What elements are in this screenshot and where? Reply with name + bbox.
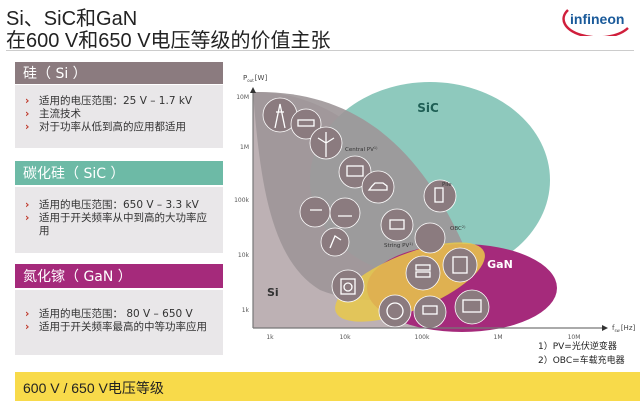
y-tick-label: 100k — [234, 197, 249, 204]
x-tick-label: 100k — [415, 334, 430, 341]
si-dark-region — [253, 91, 470, 300]
icon-group — [262, 97, 490, 329]
charging-pile-icon — [423, 179, 457, 213]
bullet: 适用的电压范围：650 V – 3.3 kV — [25, 199, 215, 212]
infineon-logo: infineon — [562, 9, 629, 36]
panel-si-header: 硅（ Si ） — [15, 62, 223, 84]
sic-label: SiC — [417, 101, 439, 115]
panel-sic-header: 碳化硅（ SiC ） — [15, 161, 223, 185]
string-pv-label: String PV1) — [384, 242, 413, 249]
title-divider — [6, 50, 634, 51]
car-icon — [361, 170, 395, 204]
conveyor-icon — [299, 196, 331, 228]
bullet: 适用于开关频率最高的中等功率应用 — [25, 321, 215, 334]
logo-text: infineon — [570, 11, 624, 27]
server-icon — [405, 255, 441, 291]
y-tick-label: 1k — [242, 307, 250, 314]
title-line-1: Si、SiC和GaN — [6, 8, 138, 30]
power-frequency-diagram: Pout[W] 10M 1M 100k 10k 1k 1k 10k 100k 1… — [234, 74, 635, 341]
bullet: 适用的电压范围：25 V – 1.7 kV — [25, 95, 215, 108]
building-icon — [442, 247, 478, 283]
panel-gan-header: 氮化镓（ GaN ） — [15, 264, 223, 288]
y-axis-label: Pout[W] — [243, 74, 267, 83]
y-axis-arrow — [250, 87, 256, 93]
title-line-2: 在600 V和650 V电压等级的价值主张 — [6, 30, 331, 52]
train-icon — [290, 108, 322, 140]
x-tick-label: 1k — [266, 334, 274, 341]
voltage-class-bar: 600 V / 650 V电压等级 — [15, 372, 640, 401]
panel-gan-body: 适用的电压范围： 80 V – 650 V适用于开关频率最高的中等功率应用 — [15, 290, 223, 355]
x-tick-label: 10k — [339, 334, 351, 341]
tv-icon — [454, 289, 490, 325]
bullet: 主流技术 — [25, 108, 215, 121]
fan-icon — [378, 294, 412, 328]
y-tick-label: 10M — [236, 94, 249, 101]
footnote-pv: 1）PV=光伏逆变器 — [538, 342, 617, 352]
x-axis-arrow — [602, 325, 608, 331]
central-pv-label: Central PV1) — [345, 146, 378, 153]
x-tick-label: 1M — [494, 334, 503, 341]
robot-arm-icon — [320, 227, 350, 257]
loader-icon — [329, 197, 361, 229]
adapter-icon — [413, 295, 447, 329]
washing-machine-icon — [331, 269, 365, 303]
y-tick-label: 1M — [240, 144, 249, 151]
pile-label: Pile — [442, 182, 452, 188]
footnote-obc: 2）OBC=车载充电器 — [538, 356, 625, 366]
y-tick-label: 10k — [238, 252, 250, 259]
obc-label: OBC2) — [450, 225, 466, 232]
obc-charger-icon — [414, 222, 446, 254]
solar-panel-small-icon — [380, 208, 414, 242]
x-tick-label: 10M — [568, 334, 581, 341]
bullet: 对于功率从低到高的应用都适用 — [25, 121, 215, 134]
si-label: Si — [267, 286, 279, 299]
panel-sic-body: 适用的电压范围：650 V – 3.3 kV适用于开关频率从中到高的大功率应用 — [15, 187, 223, 253]
solar-panel-icon — [338, 155, 372, 189]
bullet: 适用的电压范围： 80 V – 650 V — [25, 308, 215, 321]
panel-si-body: 适用的电压范围：25 V – 1.7 kV主流技术对于功率从低到高的应用都适用 — [15, 85, 223, 148]
x-axis-label: fsw[Hz] — [612, 324, 635, 333]
bullet: 适用于开关频率从中到高的大功率应用 — [25, 212, 215, 238]
gan-label: GaN — [487, 258, 513, 271]
